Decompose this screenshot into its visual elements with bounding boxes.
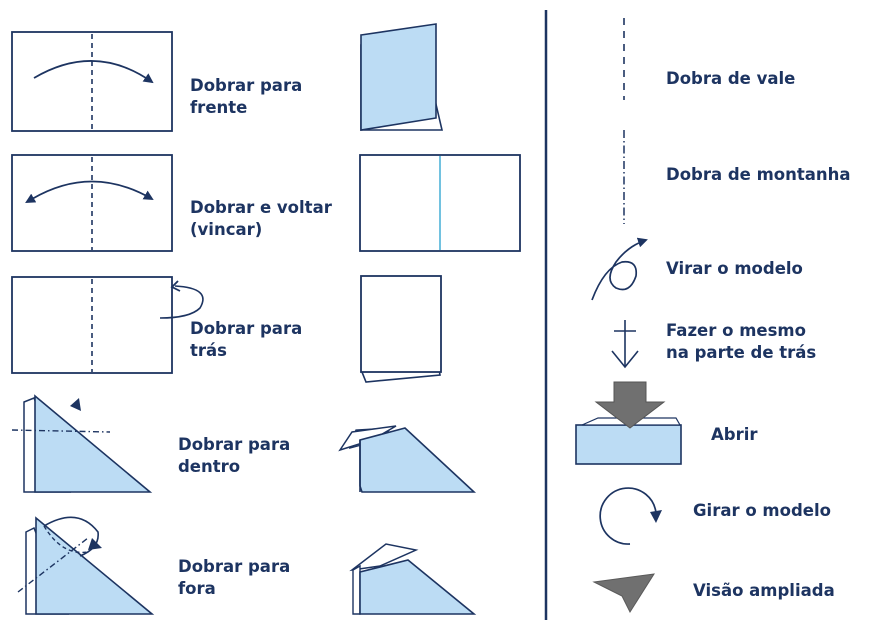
label-repeat-behind: Fazer o mesmo na parte de trás [666, 320, 816, 364]
label-fold-outside-line1: Dobrar para [178, 557, 291, 576]
fold-back-result [360, 275, 442, 383]
label-open: Abrir [711, 425, 758, 444]
label-repeat-behind-line2: na parte de trás [666, 343, 817, 362]
fold-unfold-diagram [11, 154, 173, 252]
circular-arrow-icon [599, 487, 662, 545]
label-fold-back-line1: Dobrar para [190, 319, 303, 338]
label-turn-over: Virar o modelo [666, 259, 803, 278]
label-fold-inside-line1: Dobrar para [178, 435, 291, 454]
fold-forward-diagram [11, 31, 173, 132]
gray-arrow-icon [592, 573, 655, 614]
label-valley-fold: Dobra de vale [666, 69, 796, 88]
fold-inside-diagram [11, 394, 153, 493]
label-fold-outside-line2: fora [178, 579, 216, 598]
fold-inside-result [338, 425, 477, 493]
label-fold-unfold-line2: (vincar) [190, 220, 263, 239]
label-fold-inside-line2: dentro [178, 457, 241, 476]
label-fold-back-line2: trás [190, 341, 227, 360]
label-fold-forward-line1: Dobrar para [190, 76, 303, 95]
label-fold-unfold-line1: Dobrar e voltar [190, 198, 332, 217]
label-fold-outside: Dobrar para fora [178, 556, 290, 600]
label-rotate: Girar o modelo [693, 501, 831, 520]
label-fold-unfold: Dobrar e voltar (vincar) [190, 197, 332, 241]
label-mountain-fold: Dobra de montanha [666, 165, 851, 184]
fold-outside-result [349, 543, 477, 615]
label-enlarged-view: Visão ampliada [693, 581, 835, 600]
label-fold-forward: Dobrar para frente [190, 75, 302, 119]
down-arrow-with-bar-icon [611, 320, 639, 369]
push-arrow-icon [575, 381, 682, 465]
label-fold-forward-line2: frente [190, 98, 248, 117]
label-repeat-behind-line1: Fazer o mesmo [666, 321, 806, 340]
fold-back-diagram [11, 276, 204, 374]
label-fold-inside: Dobrar para dentro [178, 434, 290, 478]
fold-unfold-result [359, 154, 521, 252]
fold-outside-diagram [17, 516, 155, 615]
label-fold-back: Dobrar para trás [190, 318, 302, 362]
loop-arrow-icon [591, 237, 648, 301]
fold-forward-result [360, 23, 444, 131]
